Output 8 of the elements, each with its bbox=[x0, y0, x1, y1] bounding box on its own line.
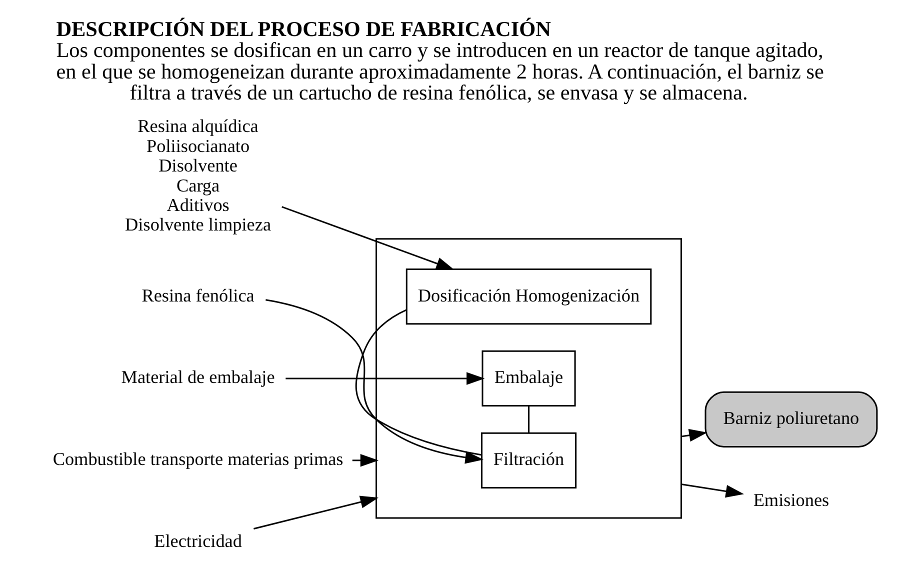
caption: Los componentes se dosifican en un carro y se introducen en un reactor de tanque agitado, en el que se homogeneizan durante aproximadamente 2 horas. A continuación, el barniz se filtra a través de un cartucho de resina fenólica, se envasa y se almacena. bbox=[56, 38, 824, 105]
node-text: Resina fenólica bbox=[142, 285, 254, 306]
node-text: Electricidad bbox=[154, 531, 242, 552]
node-text: Combustible transporte materias primas bbox=[52, 449, 344, 470]
node-text: Material de embalaje bbox=[121, 367, 275, 388]
diagram-title: DESCRIPCIÓN DEL PROCESO DE FABRICACIÓN bbox=[56, 16, 551, 41]
node-text: Resina alquídica Poliisocianato Disolvente Carga Aditivos Disolvente limpieza bbox=[125, 116, 272, 235]
node-text: Emisiones bbox=[753, 490, 830, 510]
